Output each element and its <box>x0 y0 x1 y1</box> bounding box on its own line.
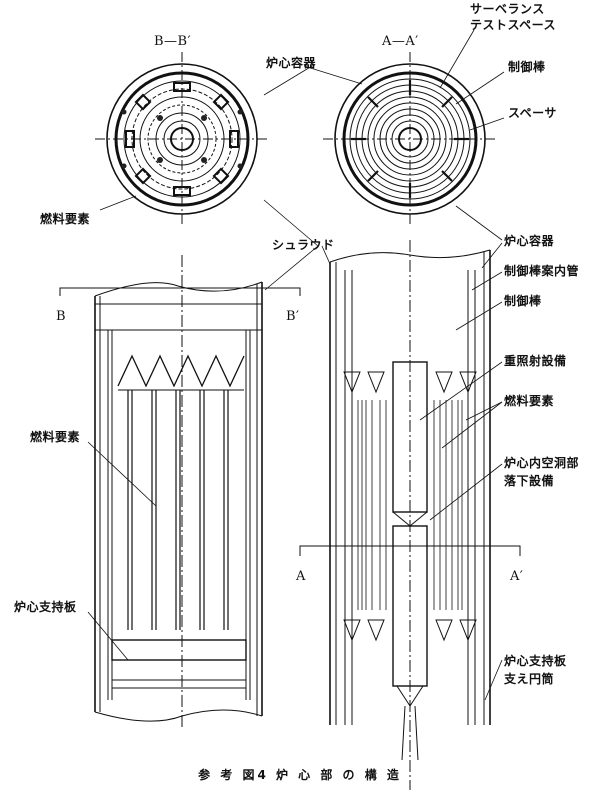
spacer-label: スペーサ <box>508 106 557 120</box>
fuel-element-right-label: 燃料要素 <box>504 394 555 408</box>
core-vessel-top-label: 炉心容器 <box>266 56 317 70</box>
cavity-label-1: 炉心内空洞部 <box>504 456 580 470</box>
support-cylinder-label: 支え円筒 <box>504 672 555 686</box>
core-vessel-right-label: 炉心容器 <box>504 234 555 248</box>
control-rod-guide-tube-label: 制御棒案内管 <box>504 264 580 278</box>
core-support-right-label: 炉心支持板 <box>504 654 567 668</box>
fuel-element-left-label: 燃料要素 <box>30 430 81 444</box>
cut-b-right-label: B′ <box>286 309 300 324</box>
section-aa-label: A—A′ <box>382 34 419 49</box>
cavity-label-2: 落下設備 <box>504 474 555 488</box>
fuel-element-top-label: 燃料要素 <box>40 212 91 226</box>
elevation-right <box>299 240 521 790</box>
cut-a-left-label: A <box>296 569 306 584</box>
leader-lines <box>87 29 505 701</box>
section-bb-label: B—B′ <box>154 34 192 49</box>
section-aa-view <box>323 52 497 226</box>
surveillance-label-2: テストスペース <box>470 18 557 32</box>
section-bb-view <box>95 52 269 226</box>
control-rod-top-label: 制御棒 <box>508 60 546 74</box>
surveillance-label-1: サーベランス <box>470 2 545 16</box>
core-support-left-label: 炉心支持板 <box>14 600 77 614</box>
heavy-irradiation-label: 重照射設備 <box>504 354 567 368</box>
figure-caption: 参 考 図4 炉 心 部 の 構 造 <box>198 768 402 782</box>
shroud-label: シュラウド <box>272 238 335 252</box>
cut-b-left-label: B <box>56 309 67 324</box>
cut-a-right-label: A′ <box>510 569 524 584</box>
control-rod-right-label: 制御棒 <box>504 294 542 308</box>
elevation-left <box>59 255 301 730</box>
